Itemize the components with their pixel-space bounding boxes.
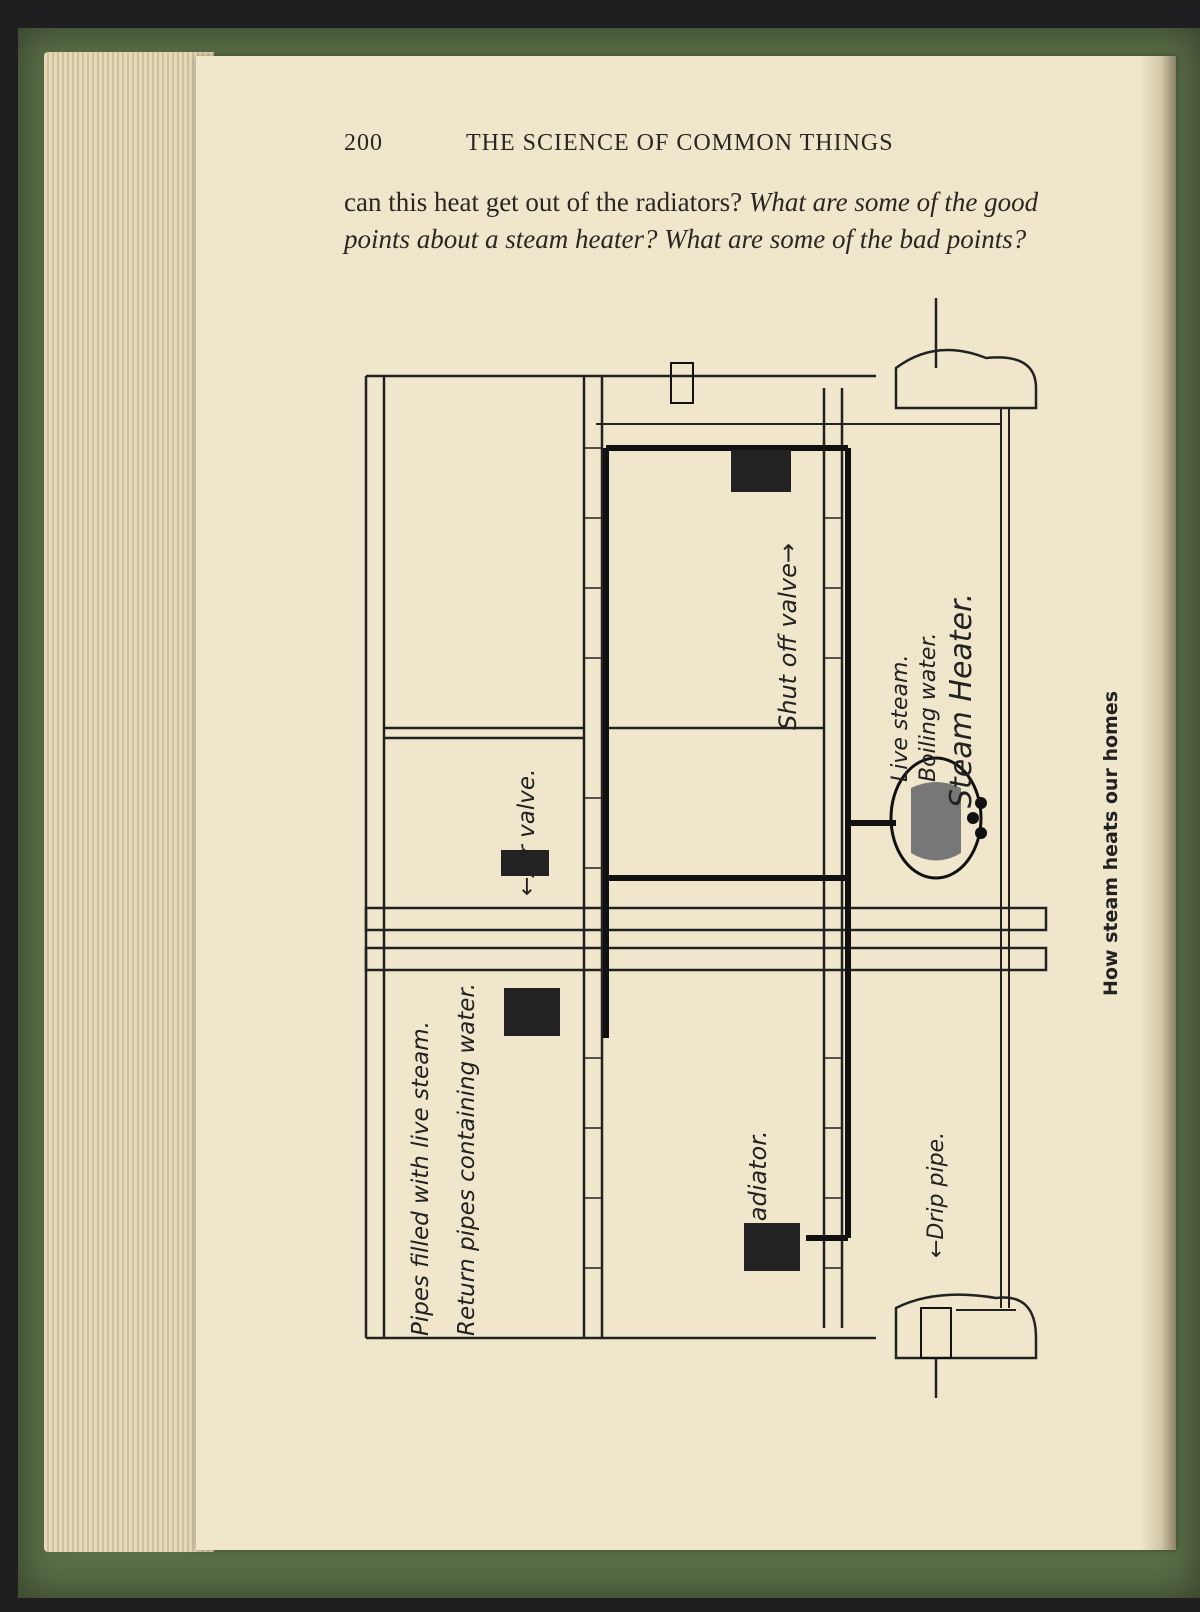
radiator-upper-left [504,988,560,1036]
chimney-band-1 [364,906,1048,932]
legend-return-pipes: Return pipes containing water. [454,982,480,1336]
radiator-upper-right [731,450,791,492]
radiator-lower [744,1223,800,1271]
page-gutter-shadow [1140,56,1176,1550]
boiler [889,756,987,880]
figure-caption: How steam heats our homes [1100,690,1122,996]
running-head: 200 THE SCIENCE OF COMMON THINGS [344,130,1104,162]
valve-box-top [670,362,694,404]
label-live-steam: Live steam. [888,654,913,782]
legend-live-steam: Pipes filled with live steam. [408,1021,434,1336]
page-edges [44,52,214,1552]
label-steam-heater: Steam Heater. [944,592,979,808]
body-text-questions: What are some of the good points about a… [344,187,1039,254]
page-number: 200 [344,130,383,156]
steam-heating-diagram: Shut off valve→ Live steam. Boiling wate… [336,298,1078,1428]
body-paragraph: can this heat get out of the radiators? … [344,184,1084,258]
drip-box [920,1307,952,1359]
label-boiling-water: Boiling water. [916,632,941,782]
label-shutoff-valve: Shut off valve→ [774,543,802,730]
radiator-air-valve [501,850,549,876]
label-air-valve: ←Air valve. [514,768,540,896]
chimney-band-2 [364,946,1048,972]
house-cross-section-drawing [364,298,1048,1398]
running-title: THE SCIENCE OF COMMON THINGS [466,130,894,156]
body-text-plain: can this heat get out of the radiators? [344,187,743,217]
book-page: 200 THE SCIENCE OF COMMON THINGS can thi… [196,56,1176,1550]
foundation-stones-top [894,348,1038,410]
radiators [501,450,800,1271]
label-radiator: ←Radiator. [744,1130,772,1259]
label-drip-pipe: ←Drip pipe. [924,1131,949,1258]
foundation-stones-bottom [894,1293,1038,1360]
